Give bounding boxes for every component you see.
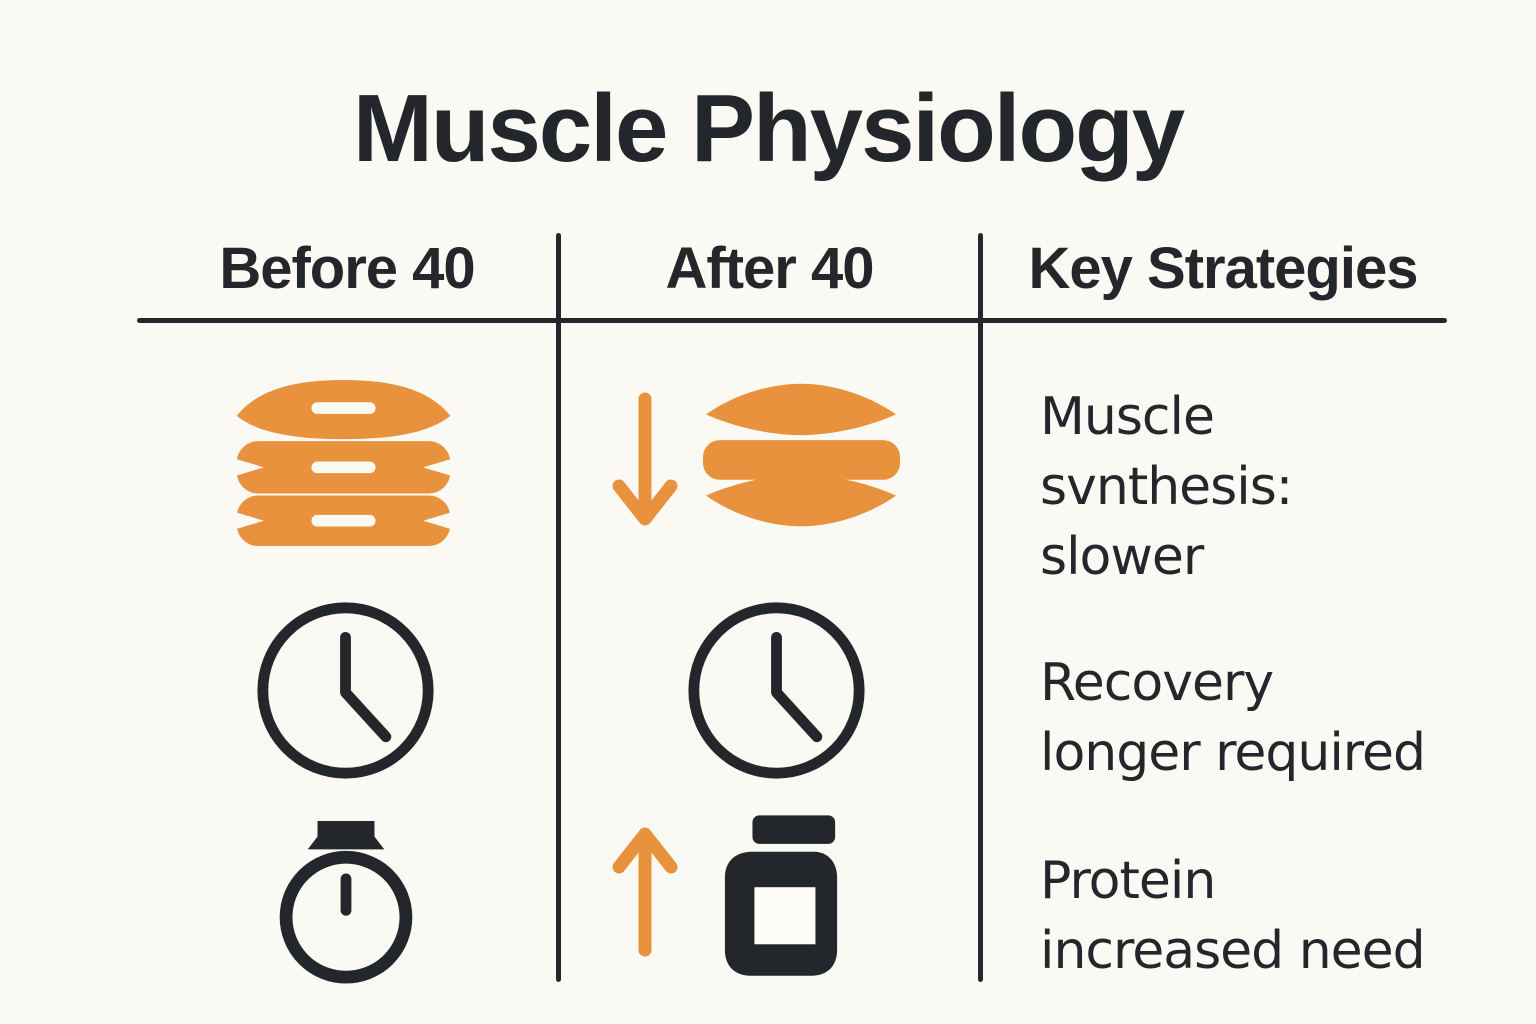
strategy-protein: Protein increased need xyxy=(1040,851,1426,981)
stopwatch-icon xyxy=(271,818,421,985)
muscle-stack-icon xyxy=(227,373,460,550)
strategy-recovery: Recovery longer required xyxy=(1040,653,1426,783)
column-divider-2 xyxy=(978,233,983,982)
column-header-before-40: Before 40 xyxy=(219,236,475,301)
protein-jar-icon xyxy=(719,815,843,983)
muscle-stack-reduced-icon xyxy=(700,380,903,530)
arrow-down-icon xyxy=(611,392,679,527)
arrow-up-icon xyxy=(611,827,679,957)
strategy-muscle-synthesis: Muscle svnthesis: slower xyxy=(1040,387,1293,587)
clock-before-icon xyxy=(252,597,439,784)
column-header-key-strategies: Key Strategies xyxy=(1028,236,1419,301)
column-divider-1 xyxy=(556,233,561,982)
column-header-after-40: After 40 xyxy=(665,236,875,301)
header-divider-line xyxy=(137,318,1447,323)
page-title: Muscle Physiology xyxy=(352,75,1185,182)
clock-after-icon xyxy=(683,597,870,784)
